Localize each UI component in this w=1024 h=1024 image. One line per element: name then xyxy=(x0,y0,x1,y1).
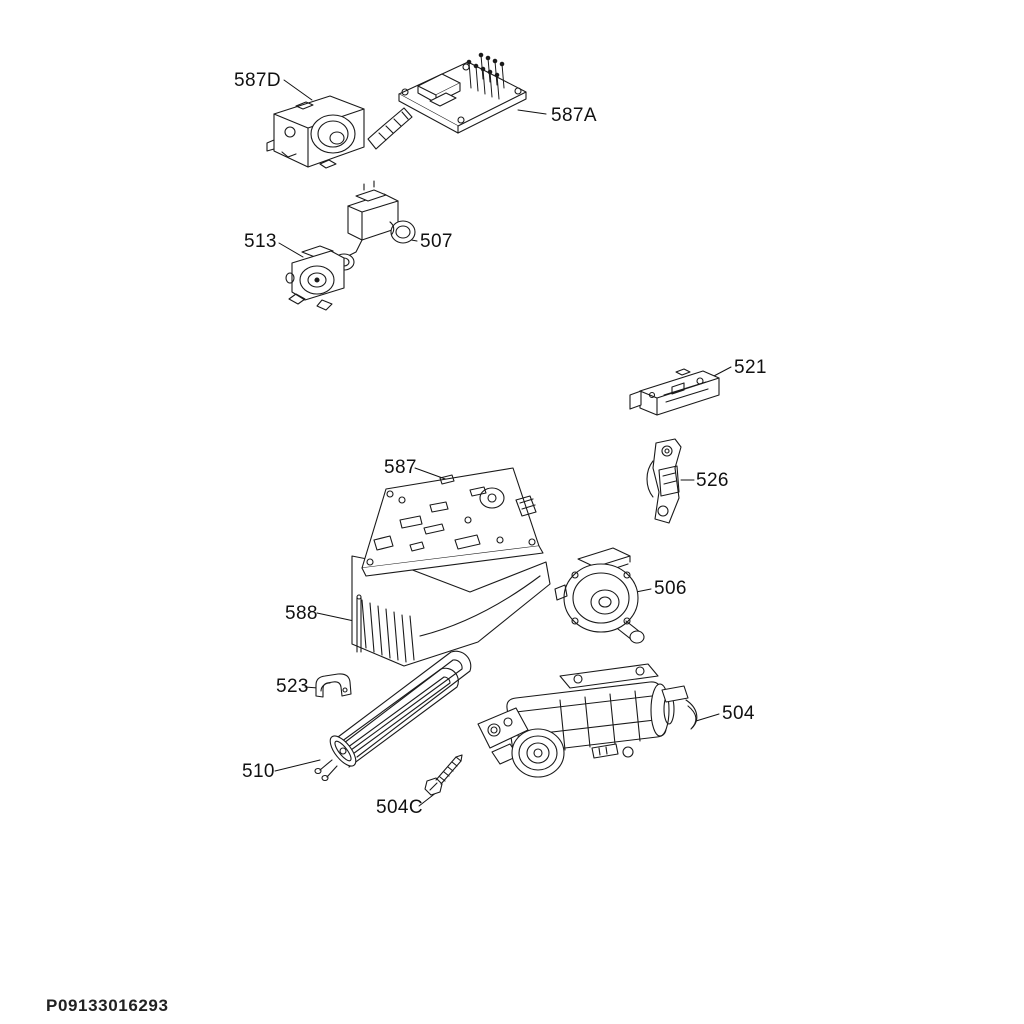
leader-587a xyxy=(517,109,547,115)
part-587a-drawing xyxy=(367,52,527,150)
part-504c-drawing xyxy=(424,754,463,796)
part-label-587d: 587D xyxy=(234,70,282,91)
leader-587 xyxy=(414,467,449,481)
part-label-513: 513 xyxy=(244,231,277,252)
part-587-drawing xyxy=(361,467,544,577)
part-521-drawing xyxy=(629,368,720,416)
part-523-drawing xyxy=(315,673,352,698)
leader-510 xyxy=(274,759,321,772)
part-label-523: 523 xyxy=(276,676,309,697)
part-label-587a: 587A xyxy=(551,105,597,126)
part-587d-drawing xyxy=(266,95,365,169)
part-label-510: 510 xyxy=(242,761,275,782)
leader-521 xyxy=(711,366,732,378)
part-label-506: 506 xyxy=(654,578,687,599)
part-588-drawing xyxy=(351,555,551,667)
part-label-587: 587 xyxy=(384,457,417,478)
document-code: P09133016293 xyxy=(46,996,169,1015)
part-label-507: 507 xyxy=(420,231,453,252)
part-506-drawing xyxy=(554,547,645,644)
part-513-drawing xyxy=(285,245,345,311)
part-label-526: 526 xyxy=(696,470,729,491)
part-510-drawing xyxy=(314,650,472,782)
part-label-504c: 504C xyxy=(376,797,424,818)
part-507-drawing xyxy=(333,180,416,271)
leader-513 xyxy=(278,242,304,258)
leader-506 xyxy=(635,588,652,593)
part-label-588: 588 xyxy=(285,603,318,624)
leader-588 xyxy=(316,612,355,622)
part-label-521: 521 xyxy=(734,357,767,378)
leader-587d xyxy=(283,79,313,101)
leader-504 xyxy=(695,713,720,722)
part-504-drawing xyxy=(477,663,698,778)
part-label-504: 504 xyxy=(722,703,755,724)
part-526-drawing xyxy=(646,438,682,524)
